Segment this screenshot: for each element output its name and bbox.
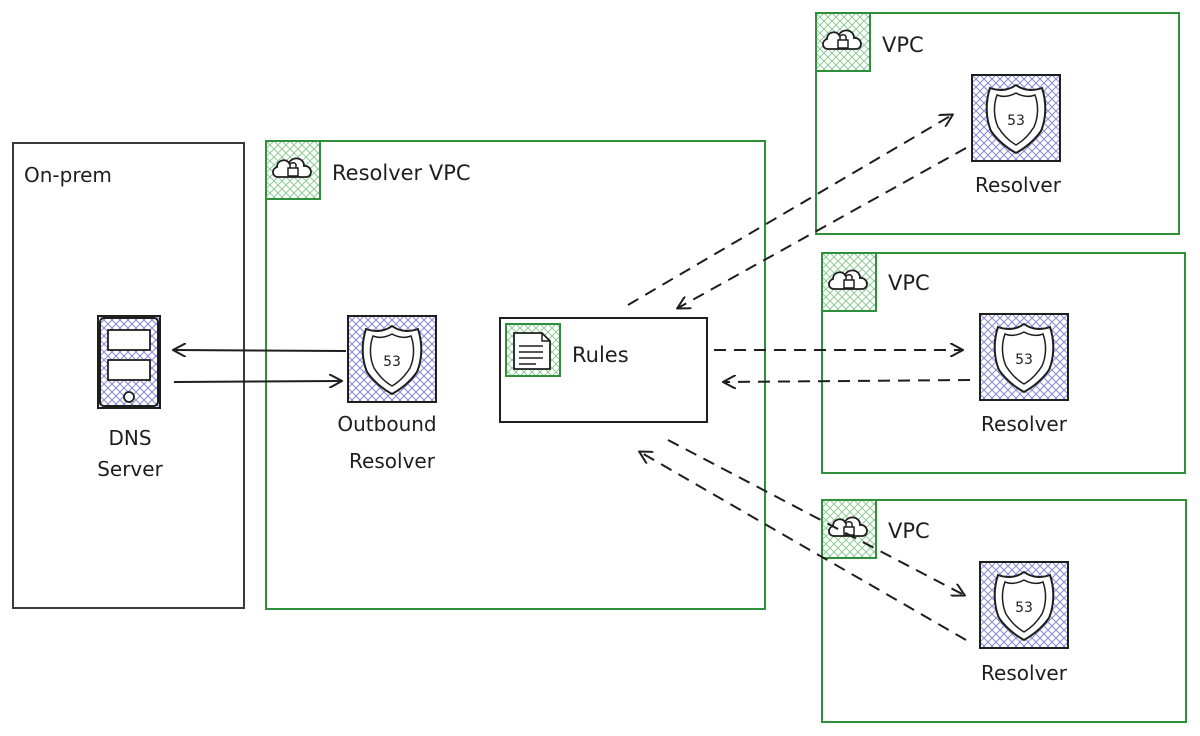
svg-text:53: 53: [1015, 352, 1033, 368]
vpc-2-resolver-label: Resolver: [981, 412, 1068, 436]
vpc-1-resolver-icon: 53: [971, 74, 1061, 162]
vpc-container-3: VPC: [821, 499, 1187, 723]
resolver-vpc-title: Resolver VPC: [332, 161, 471, 185]
vpc-1-cloud-lock-icon: [815, 12, 871, 72]
vpc-3-resolver-label: Resolver: [981, 661, 1068, 685]
vpc-1-resolver-label: Resolver: [975, 173, 1062, 197]
arrow-vpc2-to-rules: [724, 380, 971, 382]
arrow-rules-to-vpc1: [627, 115, 952, 306]
vpc-2-title: VPC: [888, 271, 930, 295]
arrow-vpc3-to-rules: [640, 452, 967, 641]
dns-server-label-1: DNS: [108, 426, 151, 450]
rules-document-icon: [505, 323, 561, 377]
svg-text:53: 53: [383, 354, 401, 370]
vpc-3-title: VPC: [888, 519, 930, 543]
rules-box: Rules: [499, 317, 708, 423]
outbound-resolver-label-1: Outbound: [337, 412, 436, 436]
vpc-container-1: VPC: [815, 12, 1180, 235]
onprem-container: On-prem: [12, 142, 245, 609]
dns-server-icon: [97, 315, 161, 409]
arrow-rules-to-vpc3: [667, 439, 964, 595]
onprem-title: On-prem: [24, 163, 112, 187]
svg-text:53: 53: [1007, 113, 1025, 129]
resolver-vpc-container: Resolver VPC: [265, 140, 766, 610]
vpc-3-resolver-icon: 53: [979, 561, 1069, 649]
dns-server-label-2: Server: [97, 457, 163, 481]
vpc-2-resolver-icon: 53: [979, 313, 1069, 401]
vpc-container-2: VPC: [821, 252, 1186, 474]
arrow-outbound-to-dns: [174, 350, 347, 351]
arrow-vpc1-to-rules: [678, 147, 967, 308]
vpc-2-cloud-lock-icon: [821, 252, 877, 312]
svg-text:53: 53: [1015, 600, 1033, 616]
vpc-1-title: VPC: [882, 33, 924, 57]
arrow-dns-to-outbound: [173, 381, 341, 382]
outbound-resolver-icon: 53: [347, 315, 437, 403]
resolver-vpc-cloud-lock-icon: [265, 140, 321, 200]
rules-title: Rules: [572, 343, 629, 367]
vpc-3-cloud-lock-icon: [821, 499, 877, 559]
outbound-resolver-label-2: Resolver: [349, 449, 436, 473]
